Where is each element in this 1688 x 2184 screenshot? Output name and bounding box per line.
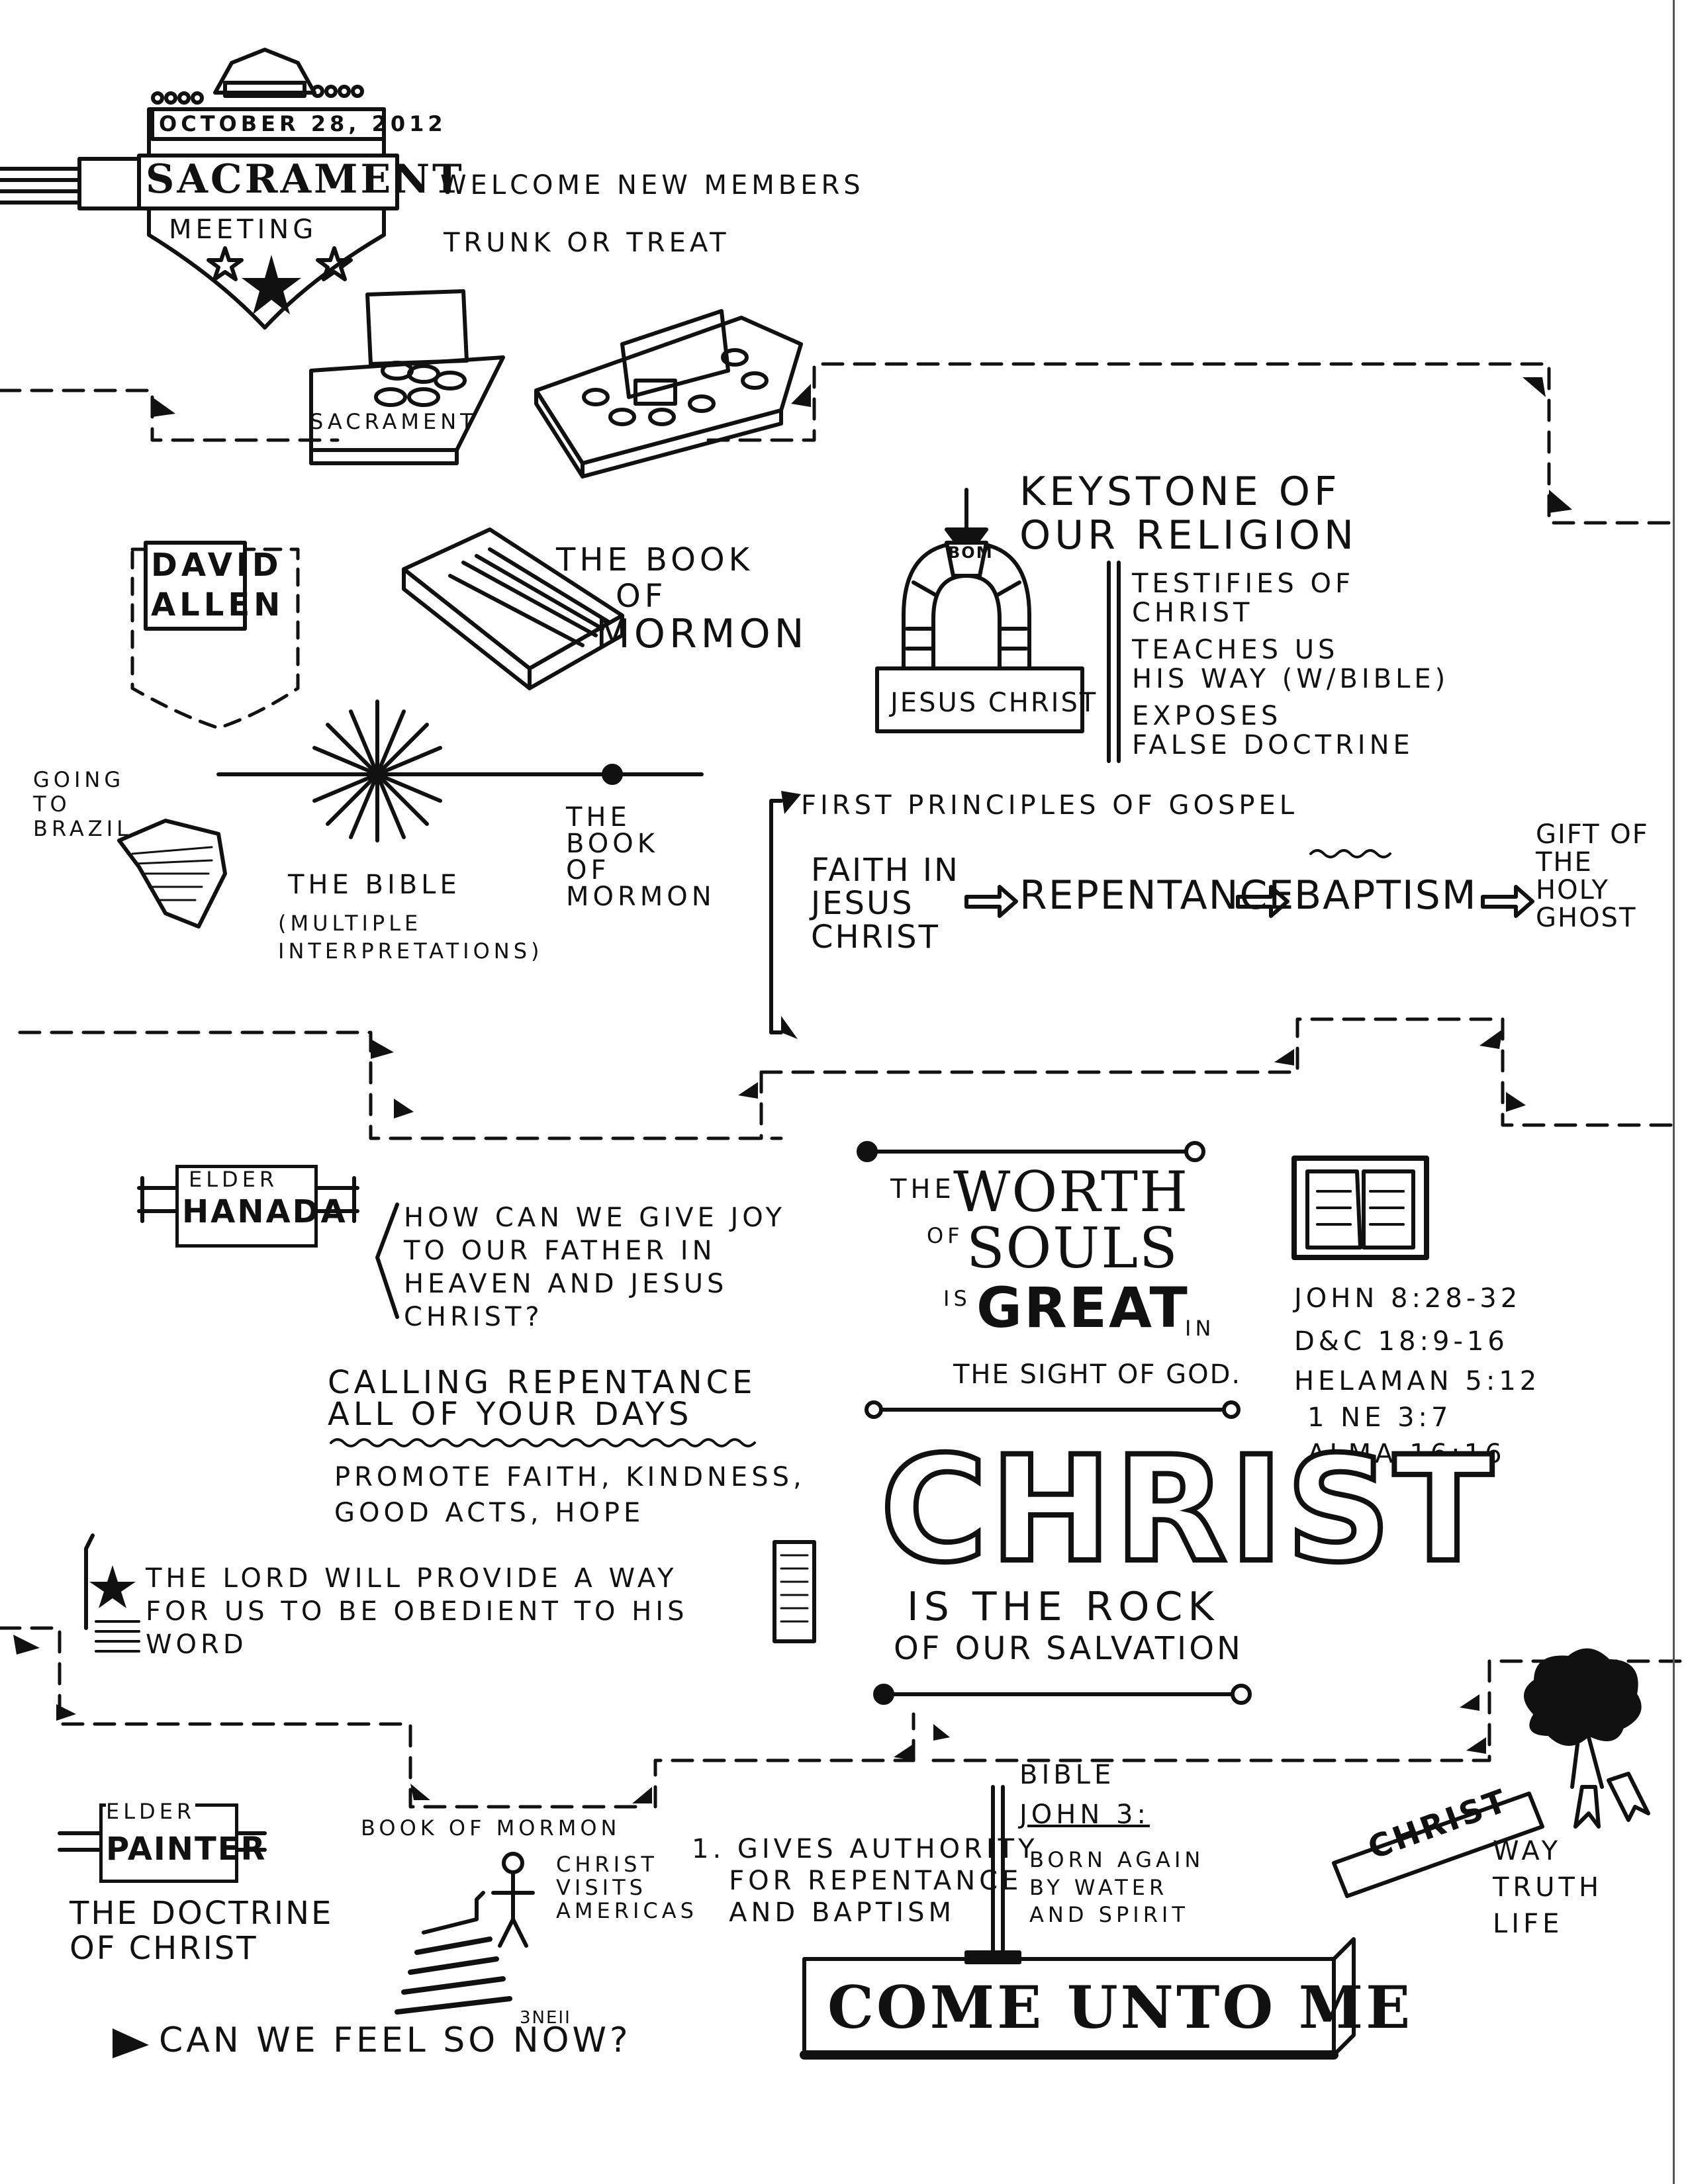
- rock-line-1: IS THE ROCK: [907, 1584, 1219, 1630]
- worth-sight-of-god: THE SIGHT OF GOD.: [953, 1359, 1242, 1390]
- big-star-icon: [242, 255, 301, 314]
- tree-icon: [1524, 1648, 1650, 1829]
- announcement-welcome: WELCOME NEW MEMBERS: [440, 170, 865, 201]
- born-again: BORN AGAIN BY WATER AND SPIRIT: [1029, 1847, 1205, 1928]
- scripture-ref-3: HELAMAN 5:12: [1294, 1366, 1541, 1396]
- come-unto-me-sign: [800, 1937, 1356, 2060]
- principle-baptism: BAPTISM: [1294, 872, 1477, 919]
- principle-faith: FAITH IN JESUS CHRIST: [811, 852, 960, 956]
- christ-big-heading: CHRIST: [878, 1425, 1496, 1594]
- sacrament-bread-tray-icon: [309, 289, 505, 465]
- keystone-point-2: TEACHES US HIS WAY (W/BIBLE): [1132, 635, 1450, 694]
- section-divider-2: [18, 1017, 1677, 1140]
- open-scripture-book-icon: [1291, 1156, 1429, 1260]
- christ-banner-outline: [1332, 1792, 1544, 1898]
- joy-question: HOW CAN WE GIVE JOY TO OUR FATHER IN HEA…: [404, 1203, 786, 1332]
- david-allen-tag-outline: [130, 547, 300, 730]
- sacrament-water-tray-icon: [534, 309, 803, 478]
- meeting-date: OCTOBER 28, 2012: [159, 111, 447, 136]
- going-to-brazil: GOING TO BRAZIL: [33, 767, 132, 841]
- principle-repentance: REPENTANCE: [1019, 872, 1295, 919]
- worth-word-the: THE: [890, 1174, 955, 1205]
- book-title-line3: MORMON: [596, 611, 808, 657]
- calling-repentance: CALLING REPENTANCE ALL OF YOUR DAYS: [328, 1364, 757, 1433]
- scripture-ref-2: D&C 18:9-16: [1294, 1326, 1509, 1357]
- bom-timeline-label: THE BOOK OF MORMON: [566, 802, 716, 912]
- principles-title: FIRST PRINCIPLES OF GOSPEL: [801, 790, 1299, 821]
- scripture-ref-5: ALMA 16:16: [1307, 1439, 1506, 1469]
- keystone-point-1: TESTIFIES OF CHRIST: [1132, 569, 1355, 628]
- life-label: LIFE: [1493, 1909, 1564, 1939]
- page-edge: [1673, 0, 1675, 2184]
- promote-faith: PROMOTE FAITH, KINDNESS, GOOD ACTS, HOPE: [334, 1462, 806, 1528]
- principle-holy-ghost: GIFT OF THE HOLY GHOST: [1536, 819, 1649, 933]
- book-title-line1: THE BOOK: [556, 541, 754, 578]
- scroll-lines-icon: [773, 1540, 816, 1643]
- speaker-last-name: ALLEN: [151, 586, 285, 623]
- worth-word-of: OF: [927, 1223, 964, 1248]
- come-unto-me-text: COME UNTO ME: [827, 1973, 1413, 2042]
- worth-word-great: GREAT: [976, 1275, 1190, 1340]
- sacrament-label: SACRAMENT: [310, 409, 477, 434]
- wavy-underline: [330, 1438, 756, 1447]
- meeting-subtitle: MEETING: [169, 214, 318, 245]
- christ-visits-americas: CHRIST VISITS AMERICAS: [556, 1852, 698, 1924]
- worth-word-in: IN: [1185, 1316, 1215, 1341]
- elder-title: ELDER: [106, 1799, 196, 1824]
- book-title-line2: OF: [616, 578, 667, 615]
- keystone-point-3: EXPOSES FALSE DOCTRINE: [1132, 701, 1414, 760]
- scripture-ref-4: 1 NE 3:7: [1307, 1402, 1452, 1433]
- bible-heading: BIBLE: [1019, 1760, 1115, 1790]
- lord-will-provide: THE LORD WILL PROVIDE A WAY FOR US TO BE…: [146, 1563, 688, 1660]
- timeline-dot: [602, 764, 623, 785]
- section-divider-1: [0, 362, 1677, 525]
- small-star-icon: [316, 246, 353, 281]
- doctrine-of-christ: THE DOCTRINE OF CHRIST: [70, 1895, 334, 1967]
- keystone-title: KEYSTONE OF OUR RELIGION: [1019, 469, 1358, 559]
- principles-arrows: [964, 849, 1534, 918]
- small-star-icon: [207, 246, 244, 281]
- john-3-heading: JOHN 3:: [1019, 1799, 1150, 1830]
- truth-label: TRUTH: [1493, 1872, 1603, 1903]
- worth-word-souls: SOULS: [966, 1216, 1179, 1281]
- star-icon: [89, 1565, 136, 1608]
- scripture-ref-1: JOHN 8:28-32: [1294, 1283, 1522, 1314]
- three-nephi-label: 3NEII: [520, 2008, 571, 2028]
- brazil-map-icon: [117, 819, 227, 929]
- rock-line-2: OF OUR SALVATION: [894, 1630, 1243, 1667]
- sacrament-badge-drawing: [0, 48, 399, 330]
- bible-burst-icon: [309, 700, 445, 842]
- meeting-title: SACRAMENT: [146, 156, 465, 203]
- book-of-mormon-book-icon: [402, 527, 624, 690]
- keystone-arch-icon: [875, 488, 1084, 733]
- arch-base-label: JESUS CHRIST: [890, 688, 1098, 718]
- keystone-tag: BOM: [948, 543, 994, 562]
- elder-hanada-nameplate: [175, 1165, 318, 1248]
- bible-label: THE BIBLE: [288, 870, 461, 900]
- gives-authority: 1. GIVES AUTHORITY FOR REPENTANCE AND BA…: [692, 1834, 1039, 1928]
- way-label: WAY: [1493, 1836, 1562, 1866]
- elder-title: ELDER: [189, 1167, 279, 1192]
- worth-word-worth: WORTH: [953, 1160, 1190, 1224]
- can-we-feel-question: CAN WE FEEL SO NOW?: [159, 2021, 632, 2060]
- bom-heading: BOOK OF MORMON: [361, 1815, 621, 1841]
- elder-name: HANADA: [182, 1193, 348, 1230]
- speaker-first-name: DAVID: [151, 547, 283, 584]
- bible-note: (MULTIPLE INTERPRETATIONS): [278, 911, 543, 964]
- elder-name: PAINTER: [106, 1831, 267, 1868]
- christ-visits-stairs-icon: [395, 1852, 535, 2015]
- announcement-trunk-or-treat: TRUNK OR TREAT: [444, 228, 730, 258]
- worth-word-is: IS: [943, 1286, 971, 1311]
